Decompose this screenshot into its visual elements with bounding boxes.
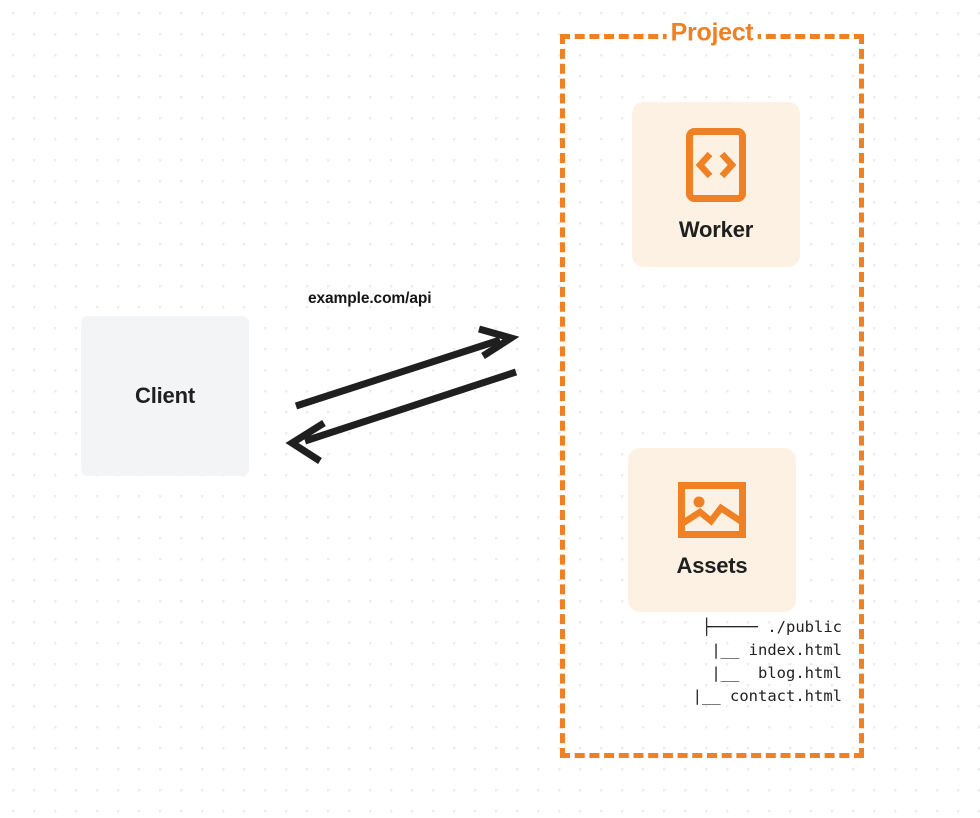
file-tree-line: |__ index.html xyxy=(655,641,842,659)
project-group: Project Worker Assets xyxy=(560,18,864,758)
code-brackets-icon xyxy=(685,127,747,203)
request-url-label: example.com/api xyxy=(308,290,432,307)
asset-file-tree: ├───── ./public |__ index.html |__ blog.… xyxy=(590,616,842,708)
file-tree-line: ├───── ./public xyxy=(702,618,842,636)
client-node-label: Client xyxy=(135,383,195,408)
client-node[interactable]: Client xyxy=(81,316,249,476)
response-arrow xyxy=(285,368,518,464)
image-icon xyxy=(677,481,747,539)
file-tree-line: |__ contact.html xyxy=(664,687,842,705)
assets-node[interactable]: Assets xyxy=(628,448,796,612)
request-arrow xyxy=(294,325,520,410)
assets-node-label: Assets xyxy=(676,553,748,578)
worker-node[interactable]: Worker xyxy=(632,102,800,267)
file-tree-line: |__ blog.html xyxy=(655,664,842,682)
project-title: Project xyxy=(666,18,758,48)
worker-node-label: Worker xyxy=(678,216,754,242)
